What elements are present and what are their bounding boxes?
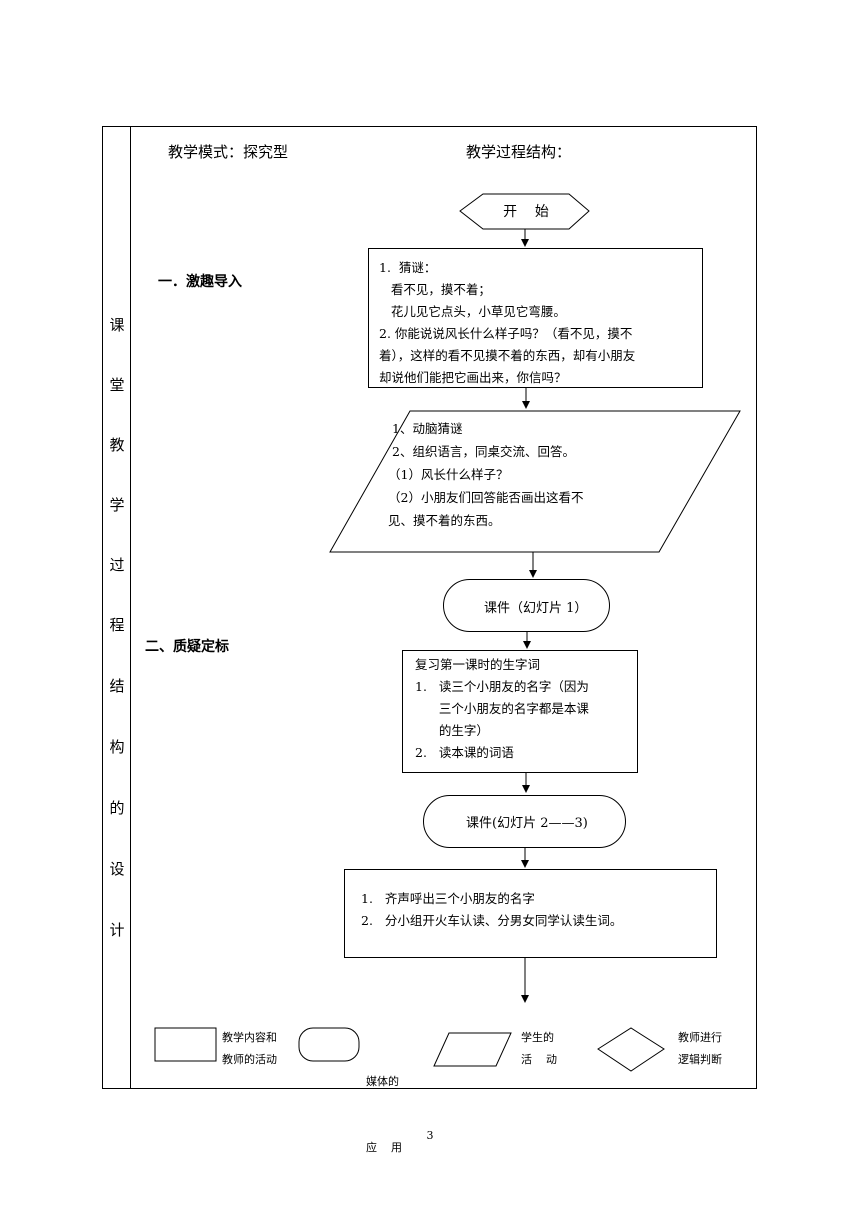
start-label: 开 始 bbox=[503, 204, 549, 220]
column-title-char: 学 bbox=[109, 496, 125, 514]
legend-diamond-shape bbox=[597, 1027, 665, 1072]
column-title-char: 课 bbox=[109, 316, 125, 334]
media-slide-2-3: 课件(幻灯片 2——3) bbox=[423, 795, 626, 848]
para-line: 2、组织语言，同桌交流、回答。 bbox=[392, 444, 575, 459]
student-practice-box: 1. 齐声呼出三个小朋友的名字 2. 分小组开火车认读、分男女同学认读生词。 bbox=[344, 869, 717, 958]
legend-line: 逻辑判断 bbox=[678, 1053, 722, 1066]
column-title-char: 计 bbox=[109, 921, 125, 939]
column-title-char: 堂 bbox=[109, 376, 125, 394]
process-structure-heading: 教学过程结构： bbox=[466, 143, 572, 161]
legend-para-label: 学生的 活 动 bbox=[521, 1027, 557, 1071]
legend-pill-label: 媒体的 应 用 bbox=[366, 1027, 402, 1181]
column-title-char: 结 bbox=[109, 677, 125, 695]
legend-pill-shape bbox=[298, 1027, 360, 1062]
box-line: 复习第一课时的生字词 bbox=[415, 657, 541, 672]
teacher-activity-box: 1. 猜谜： 看不见，摸不着； 花儿见它点头，小草见它弯腰。 2. 你能说说风长… bbox=[368, 248, 703, 388]
legend-line: 媒体的 bbox=[366, 1075, 399, 1088]
box-line: 1. 猜谜： bbox=[379, 260, 437, 275]
column-title-char: 构 bbox=[109, 738, 125, 756]
legend-line: 活 动 bbox=[521, 1053, 557, 1066]
legend-line: 应 用 bbox=[366, 1141, 402, 1154]
column-title-char: 教 bbox=[109, 436, 125, 454]
legend-rect-shape bbox=[154, 1027, 217, 1062]
legend-parallelogram-shape bbox=[433, 1032, 512, 1067]
table-frame bbox=[102, 126, 757, 1089]
box-line: 2. 读本课的词语 bbox=[415, 745, 514, 760]
para-line: 1、动脑猜谜 bbox=[392, 421, 463, 436]
box-line: 2. 分小组开火车认读、分男女同学认读生词。 bbox=[361, 913, 623, 928]
student-activity-parallelogram bbox=[329, 410, 741, 553]
box-line: 2. 你能说说风长什么样子吗？（看不见，摸不 bbox=[379, 326, 633, 341]
media-label: 课件(幻灯片 2——3) bbox=[466, 816, 588, 831]
legend-line: 教学内容和 bbox=[222, 1031, 277, 1044]
legend-line: 教师进行 bbox=[678, 1031, 722, 1044]
legend-line: 教师的活动 bbox=[222, 1053, 277, 1066]
legend-line: 学生的 bbox=[521, 1031, 554, 1044]
page-number: 3 bbox=[426, 1129, 434, 1142]
column-title-char: 的 bbox=[109, 799, 125, 817]
teaching-mode-heading: 教学模式：探究型 bbox=[168, 143, 289, 161]
box-line: 的生字） bbox=[415, 723, 489, 738]
para-line: 见、摸不着的东西。 bbox=[388, 513, 501, 528]
para-line: （1）风长什么样子？ bbox=[388, 467, 509, 482]
column-divider bbox=[130, 126, 131, 1089]
column-title-char: 设 bbox=[109, 860, 125, 878]
start-terminator-shape bbox=[459, 193, 590, 230]
box-line: 花儿见它点头，小草见它弯腰。 bbox=[379, 304, 566, 319]
media-slide-1: 课件（幻灯片 1） bbox=[443, 579, 610, 632]
box-line: 1. 读三个小朋友的名字（因为 bbox=[415, 679, 589, 694]
box-line: 1. 齐声呼出三个小朋友的名字 bbox=[361, 891, 535, 906]
section-title-objectives: 二、质疑定标 bbox=[145, 639, 229, 655]
legend-diamond-label: 教师进行 逻辑判断 bbox=[678, 1027, 722, 1071]
section-title-intro: 一．激趣导入 bbox=[158, 274, 242, 290]
student-activity-text: 1、动脑猜谜 2、组织语言，同桌交流、回答。 （1）风长什么样子？ （2）小朋友… bbox=[388, 417, 583, 532]
box-line: 看不见，摸不着； bbox=[379, 282, 491, 297]
media-label: 课件（幻灯片 1） bbox=[484, 601, 588, 616]
column-title-char: 过 bbox=[109, 556, 125, 574]
box-line: 着），这样的看不见摸不着的东西，却有小朋友 bbox=[379, 348, 636, 363]
box-line: 三个小朋友的名字都是本课 bbox=[415, 701, 589, 716]
para-line: （2）小朋友们回答能否画出这看不 bbox=[388, 490, 584, 505]
box-line: 却说他们能把它画出来，你信吗？ bbox=[379, 370, 567, 385]
column-title-char: 程 bbox=[109, 616, 125, 634]
legend-rect-label: 教学内容和 教师的活动 bbox=[222, 1027, 277, 1071]
review-activity-box: 复习第一课时的生字词 1. 读三个小朋友的名字（因为 三个小朋友的名字都是本课 … bbox=[402, 650, 638, 773]
